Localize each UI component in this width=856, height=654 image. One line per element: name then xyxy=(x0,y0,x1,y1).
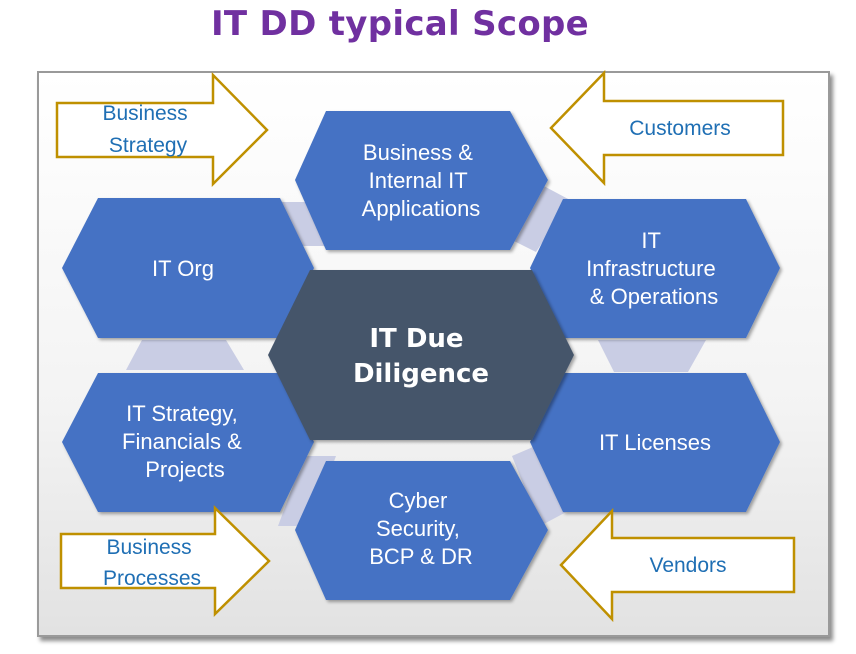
arrow-business-processes-line-2: Processes xyxy=(103,567,201,590)
arrow-business-processes-line-1: Business xyxy=(106,536,191,559)
arrow-left-shape xyxy=(549,69,785,187)
hex-it-licenses: IT Licenses xyxy=(530,373,780,512)
hex-it-infra-line-3: & Operations xyxy=(590,284,718,309)
hex-it-strategy-line-1: IT Strategy, xyxy=(126,401,238,426)
center-line-1: IT Due xyxy=(369,324,463,354)
arrow-left-shape xyxy=(559,507,796,623)
hex-it-strategy-line-3: Projects xyxy=(145,457,224,482)
arrow-vendors-line-1: Vendors xyxy=(649,554,726,577)
hex-it-strategy: IT Strategy, Financials & Projects xyxy=(62,373,314,512)
svg-text:Business Strategy: Business Strategy xyxy=(102,102,193,157)
hex-business-apps: Business & Internal IT Applications xyxy=(295,111,548,250)
hex-cyber-line-3: BCP & DR xyxy=(369,544,473,569)
connector-business-apps-to-it-infra xyxy=(508,184,570,252)
arrow-business-strategy: Business Strategy xyxy=(55,71,269,188)
hex-it-org: IT Org xyxy=(62,198,314,338)
hex-it-org-line-1: IT Org xyxy=(152,256,214,281)
center-line-2: Diligence xyxy=(353,359,489,389)
svg-text:Vendors: Vendors xyxy=(649,554,726,577)
hex-cyber: Cyber Security, BCP & DR xyxy=(295,461,548,600)
hex-it-licenses-line-1: IT Licenses xyxy=(599,430,711,455)
hex-center: IT Due Diligence xyxy=(268,270,574,440)
svg-text:Business & Internal IT: Business & Internal IT Applications xyxy=(362,140,481,221)
diagram-title: IT DD typical Scope xyxy=(210,4,590,44)
arrow-right-shape xyxy=(59,505,271,617)
hex-it-infra-line-2: Infrastructure xyxy=(586,256,716,281)
connector-business-apps-to-it-org xyxy=(276,202,330,246)
svg-text:Cyber Security, BC: Cyber Security, BCP & DR xyxy=(369,488,473,569)
svg-text:IT Org: IT Org xyxy=(152,256,214,281)
arrow-right-shape xyxy=(55,71,269,188)
arrow-business-strategy-line-2: Strategy xyxy=(109,134,188,157)
hex-it-strategy-line-2: Financials & xyxy=(122,429,242,454)
arrow-business-processes: Business Processes xyxy=(59,505,271,617)
arrow-customers-line-1: Customers xyxy=(629,117,731,140)
hex-business-apps-line-1: Business & xyxy=(363,140,473,165)
hex-it-infra-line-1: IT xyxy=(641,228,660,253)
hex-it-infra: IT Infrastructure & Operations xyxy=(530,199,780,338)
hex-cyber-line-1: Cyber xyxy=(389,488,448,513)
arrow-customers: Customers xyxy=(549,69,785,187)
connector-it-infra-to-it-licenses xyxy=(598,340,706,372)
arrow-business-strategy-line-1: Business xyxy=(102,102,187,125)
svg-text:Customers: Customers xyxy=(629,117,731,140)
hex-cyber-line-2: Security, xyxy=(376,516,460,541)
svg-text:Business Processes: Business Processes xyxy=(103,536,201,590)
svg-text:IT Infrastructure: IT Infrastructure & Operations xyxy=(586,228,722,309)
hex-business-apps-line-2: Internal IT xyxy=(369,168,468,193)
svg-text:IT Due Diligence: IT Due Diligence xyxy=(353,324,489,389)
svg-text:IT Strategy, Financials: IT Strategy, Financials & Projects xyxy=(122,401,248,482)
connector-it-org-to-it-strategy xyxy=(126,340,244,370)
hex-business-apps-line-3: Applications xyxy=(362,196,481,221)
connector-it-licenses-to-cyber xyxy=(512,444,570,526)
arrow-vendors: Vendors xyxy=(559,507,796,623)
svg-text:IT Licenses: IT Licenses xyxy=(599,430,711,455)
